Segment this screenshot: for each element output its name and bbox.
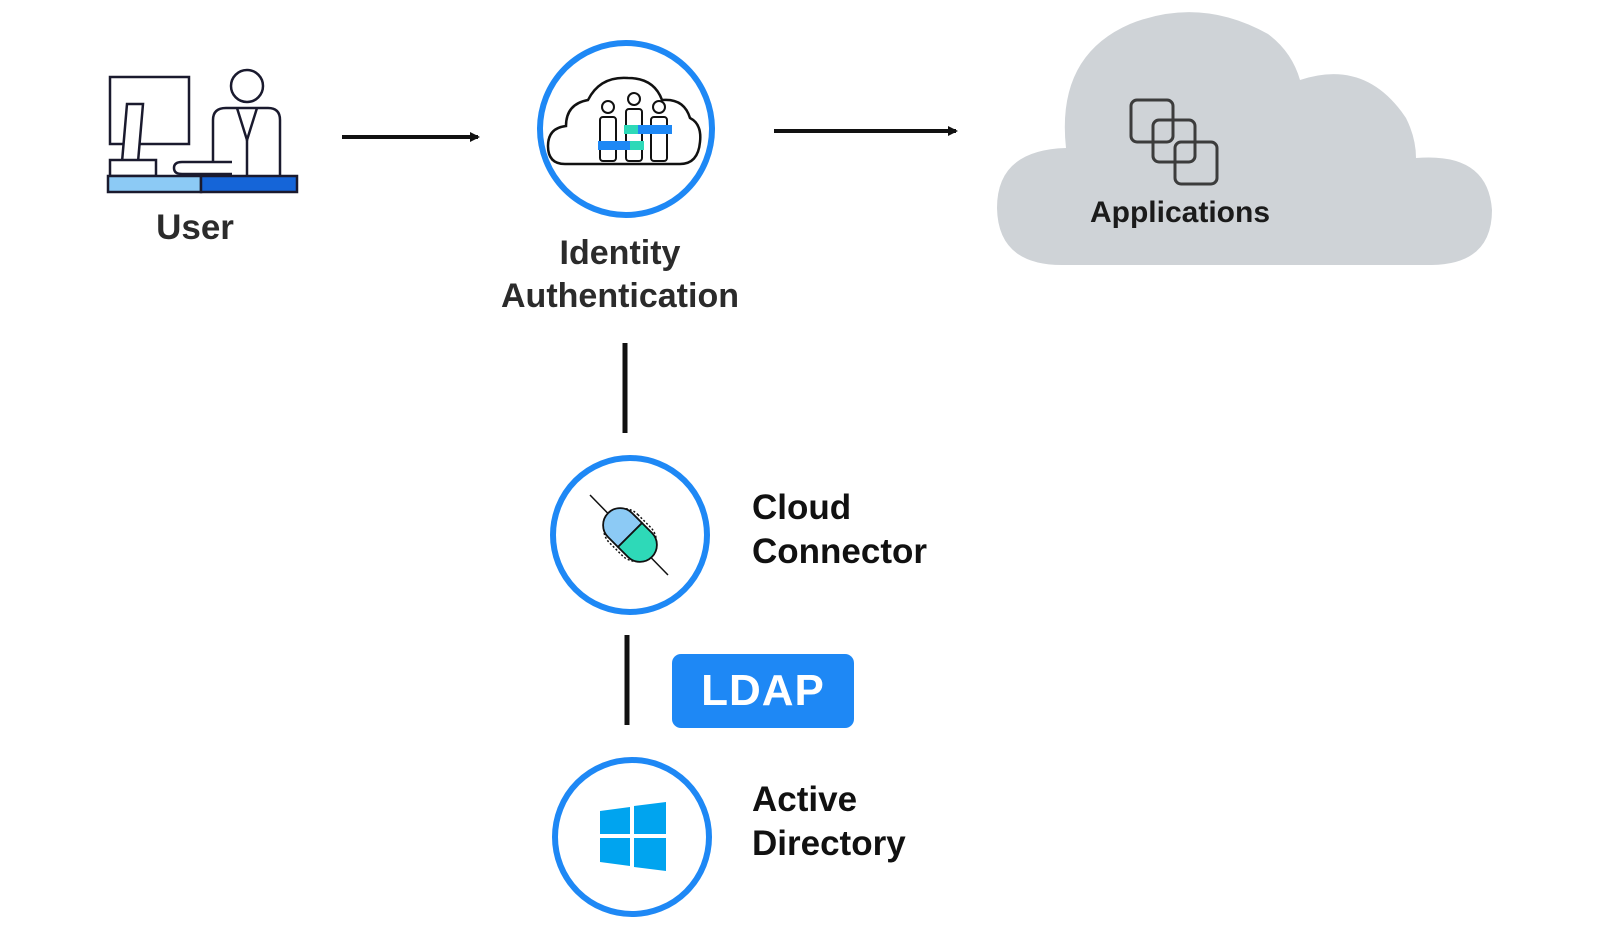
cloud-people-icon — [537, 40, 715, 218]
identity-authentication-label-line2: Authentication — [501, 276, 739, 315]
cloud-connector-label: Cloud Connector — [752, 486, 927, 574]
user-label: User — [156, 208, 234, 247]
stacked-windows-icon — [1129, 98, 1219, 186]
applications-label: Applications — [1089, 196, 1270, 229]
active-directory-label-line2: Directory — [752, 823, 906, 863]
identity-authentication-label-line1: Identity — [559, 234, 681, 272]
user-at-computer-icon — [106, 68, 299, 194]
ldap-badge-label: LDAP — [701, 666, 825, 715]
capsule-connector-icon — [550, 455, 710, 615]
ldap-badge: LDAP — [672, 654, 854, 728]
active-directory-label: Active Directory — [752, 778, 906, 866]
active-directory-label-line1: Active — [752, 780, 858, 819]
applications-cloud — [997, 12, 1492, 265]
identity-authentication-label: Identity Authentication — [470, 232, 770, 317]
windows-logo-icon — [552, 757, 712, 917]
cloud-connector-label-line1: Cloud — [752, 488, 852, 527]
cloud-connector-label-line2: Connector — [752, 531, 927, 571]
